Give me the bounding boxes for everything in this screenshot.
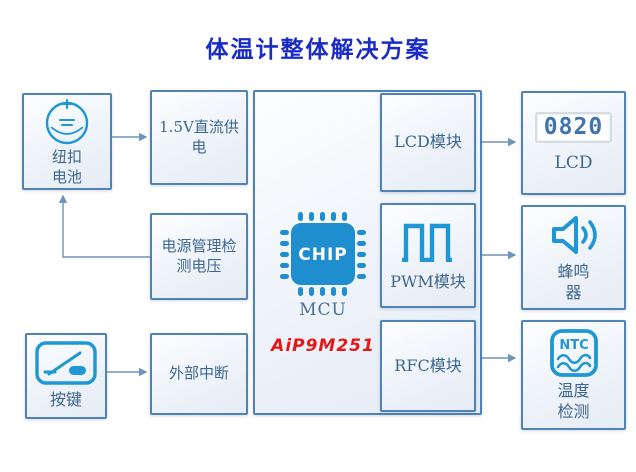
- pwm-wave-icon: [402, 223, 452, 263]
- buzzer-box: 蜂鸣器: [521, 205, 626, 310]
- power-mgmt-box: 电源管理检测电压: [150, 213, 248, 300]
- mcu-label: MCU: [299, 300, 347, 320]
- ntc-sensor-label: 温度检测: [557, 380, 590, 421]
- buzzer-label: 蜂鸣器: [557, 261, 590, 302]
- rfc-module-label: RFC模块: [394, 355, 462, 375]
- lcd-module-box: LCD模块: [380, 93, 476, 192]
- mcu-part-number: AiP9M251: [271, 336, 375, 356]
- push-button-label: 按键: [49, 390, 82, 410]
- ext-interrupt-box: 外部中断: [150, 333, 248, 415]
- dc-power-box: 1.5V直流供电: [150, 90, 248, 185]
- push-button-box: 按键: [25, 333, 107, 419]
- ntc-icon-text: NTC: [559, 338, 588, 353]
- mcu-stack: CHIP MCU AiP9M251: [259, 210, 387, 356]
- coin-battery-icon: [45, 99, 89, 145]
- lcd-output-label: LCD: [554, 153, 593, 174]
- dc-power-label: 1.5V直流供电: [159, 118, 239, 156]
- ntc-sensor-box: NTC 温度检测: [521, 320, 626, 430]
- pwm-module-label: PWM模块: [390, 272, 466, 292]
- lcd-output-box: 0820 LCD: [521, 91, 626, 195]
- page-title: 体温计整体解决方案: [205, 37, 431, 63]
- rfc-module-box: RFC模块: [380, 320, 476, 412]
- ext-interrupt-label: 外部中断: [168, 364, 229, 383]
- lcd-module-label: LCD模块: [394, 132, 462, 152]
- speaker-icon: [551, 215, 597, 254]
- battery-box: 纽扣电池: [22, 93, 112, 190]
- chip-icon: CHIP: [280, 212, 366, 296]
- ntc-sensor-icon: NTC: [549, 328, 598, 377]
- chip-text: CHIP: [298, 245, 348, 265]
- battery-label: 纽扣电池: [51, 148, 82, 186]
- seven-segment-display: 0820: [534, 111, 613, 144]
- wire-powermgmt-to-battery: [58, 194, 150, 258]
- power-mgmt-label: 电源管理检测电压: [161, 237, 237, 275]
- push-button-icon: [35, 341, 97, 385]
- pwm-module-box: PWM模块: [380, 203, 476, 308]
